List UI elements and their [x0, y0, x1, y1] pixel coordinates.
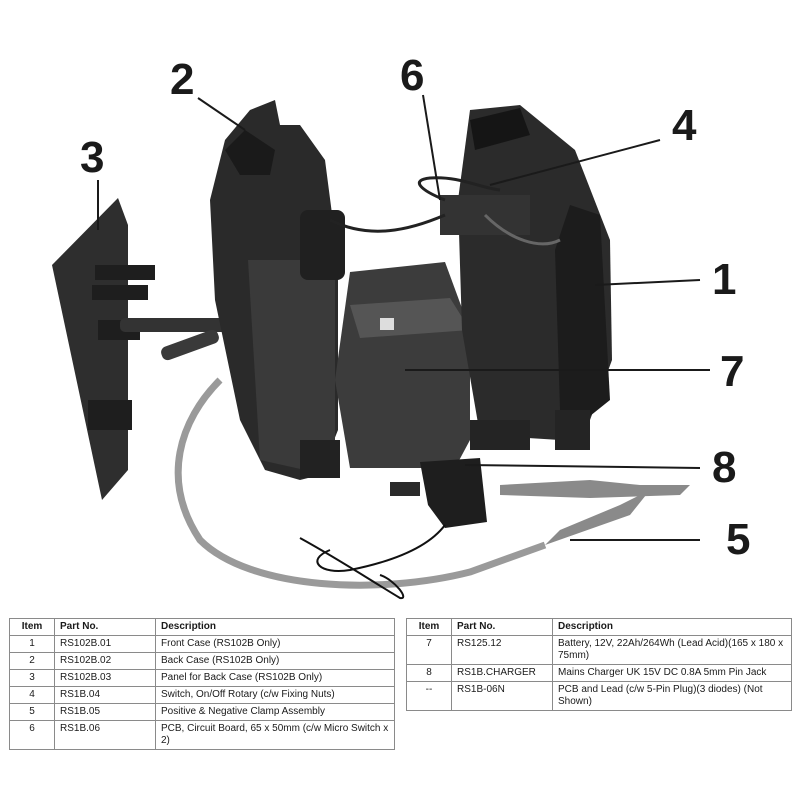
callout-4: 4 [672, 101, 697, 150]
callout-7: 7 [720, 347, 745, 396]
header-description: Description [155, 618, 395, 636]
cell-part-no: RS102B.01 [54, 635, 156, 653]
cell-part-no: RS1B-06N [451, 681, 553, 711]
cell-item: 5 [9, 703, 55, 721]
cell-description: PCB, Circuit Board, 65 x 50mm (c/w Micro… [155, 720, 395, 750]
table-row: 7 RS125.12 Battery, 12V, 22Ah/264Wh (Lea… [406, 635, 792, 665]
cell-description: Positive & Negative Clamp Assembly [155, 703, 395, 721]
header-part-no: Part No. [54, 618, 156, 636]
cell-part-no: RS1B.CHARGER [451, 664, 553, 682]
table-row: 1 RS102B.01 Front Case (RS102B Only) [9, 635, 395, 653]
table-row: 2 RS102B.02 Back Case (RS102B Only) [9, 652, 395, 670]
panel-back-case-illustration [52, 198, 230, 500]
parts-table-right: Item Part No. Description 7 RS125.12 Bat… [406, 618, 792, 711]
cell-item: 6 [9, 720, 55, 750]
header-item: Item [9, 618, 55, 636]
cell-item: -- [406, 681, 452, 711]
cell-item: 2 [9, 652, 55, 670]
callout-8: 8 [712, 443, 737, 492]
battery-illustration [335, 262, 470, 468]
table-header-row: Item Part No. Description [406, 618, 792, 636]
cell-part-no: RS1B.04 [54, 686, 156, 704]
mains-charger-illustration [316, 458, 487, 572]
cell-part-no: RS102B.03 [54, 669, 156, 687]
callout-6: 6 [400, 51, 425, 100]
callout-2: 2 [170, 55, 195, 104]
header-part-no: Part No. [451, 618, 553, 636]
cell-description: Panel for Back Case (RS102B Only) [155, 669, 395, 687]
cell-item: 1 [9, 635, 55, 653]
callout-5: 5 [726, 515, 751, 564]
cell-item: 8 [406, 664, 452, 682]
table-row: 4 RS1B.04 Switch, On/Off Rotary (c/w Fix… [9, 686, 395, 704]
table-row: 6 RS1B.06 PCB, Circuit Board, 65 x 50mm … [9, 720, 395, 750]
cell-description: Back Case (RS102B Only) [155, 652, 395, 670]
cell-item: 4 [9, 686, 55, 704]
cell-item: 3 [9, 669, 55, 687]
table-row: 3 RS102B.03 Panel for Back Case (RS102B … [9, 669, 395, 687]
parts-table-left: Item Part No. Description 1 RS102B.01 Fr… [9, 618, 395, 750]
header-description: Description [552, 618, 792, 636]
cell-description: Switch, On/Off Rotary (c/w Fixing Nuts) [155, 686, 395, 704]
cell-part-no: RS125.12 [451, 635, 553, 665]
cell-description: PCB and Lead (c/w 5-Pin Plug)(3 diodes) … [552, 681, 792, 711]
clamp-assembly-illustration [174, 377, 690, 600]
cell-part-no: RS1B.06 [54, 720, 156, 750]
callout-1: 1 [712, 255, 737, 304]
front-case-illustration [458, 105, 612, 450]
header-item: Item [406, 618, 452, 636]
cell-description: Battery, 12V, 22Ah/264Wh (Lead Acid)(165… [552, 635, 792, 665]
pcb-switch-illustration [329, 176, 561, 246]
cell-description: Front Case (RS102B Only) [155, 635, 395, 653]
leader-lines [97, 94, 710, 541]
cell-part-no: RS102B.02 [54, 652, 156, 670]
exploded-parts-diagram [52, 94, 710, 600]
table-row: 5 RS1B.05 Positive & Negative Clamp Asse… [9, 703, 395, 721]
cell-item: 7 [406, 635, 452, 665]
back-case-illustration [161, 100, 345, 480]
cell-description: Mains Charger UK 15V DC 0.8A 5mm Pin Jac… [552, 664, 792, 682]
callout-3: 3 [80, 133, 105, 182]
table-row: 8 RS1B.CHARGER Mains Charger UK 15V DC 0… [406, 664, 792, 682]
cell-part-no: RS1B.05 [54, 703, 156, 721]
table-row: -- RS1B-06N PCB and Lead (c/w 5-Pin Plug… [406, 681, 792, 711]
table-header-row: Item Part No. Description [9, 618, 395, 636]
